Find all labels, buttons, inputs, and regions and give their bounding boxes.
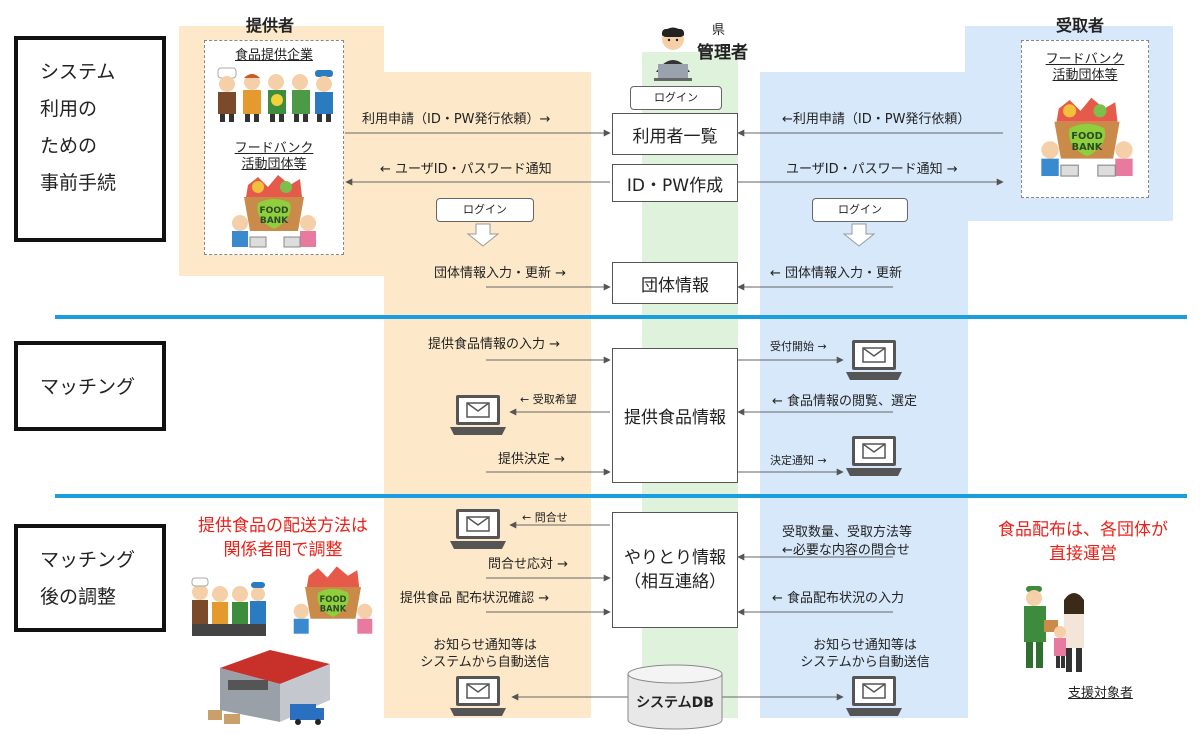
admin-prefecture: 県 xyxy=(712,23,726,38)
distribute-note: 食品配布は、各団体が 直接運営 xyxy=(978,518,1188,566)
phase-prep-line: ための xyxy=(40,135,98,157)
notify-right-label: ユーザID・パスワード通知 → xyxy=(786,162,958,177)
phase-matching-box: マッチング xyxy=(14,341,166,431)
decide-notify-label: 決定通知 → xyxy=(770,454,827,467)
id-pw-node[interactable]: ID・PW作成 xyxy=(612,164,738,202)
laptop-mail-icon xyxy=(846,340,902,380)
group-input-right-label: ← 団体情報入力・更新 xyxy=(770,266,903,281)
auto-right-label-1: お知らせ通知等は xyxy=(813,638,917,653)
admin-login-button[interactable]: ログイン xyxy=(630,86,722,110)
laptop-mail-icon xyxy=(846,676,902,716)
support-people-icon xyxy=(1024,586,1084,672)
food-company-people-icon xyxy=(191,577,266,636)
food-input-label: 提供食品情報の入力 → xyxy=(428,337,561,352)
decide-label: 提供決定 → xyxy=(498,452,566,467)
auto-right-label-2: システムから自動送信 xyxy=(800,655,930,670)
apply-right-label: ←利用申請（ID・PW発行依頼） xyxy=(782,112,971,127)
phase-prep-line: 利用の xyxy=(40,98,98,120)
laptop-mail-icon xyxy=(450,676,506,716)
provider-company-label: 食品提供企業 xyxy=(234,48,313,63)
phase-prep-box: システム 利用の ための 事前手続 xyxy=(14,36,166,242)
phase-prep-line: 事前手続 xyxy=(40,172,117,194)
want-receive-label: ← 受取希望 xyxy=(520,393,577,406)
foodbank-text-line1: FOOD xyxy=(260,206,289,216)
distribute-note-line1: 食品配布は、各団体が xyxy=(998,520,1168,540)
warehouse-truck-icon xyxy=(208,650,330,725)
foodbank-text-line2: BANK xyxy=(260,216,289,226)
status-check-label: 提供食品 配布状況確認 → xyxy=(400,591,550,606)
receiver-login-button[interactable]: ログイン xyxy=(812,198,908,222)
user-list-node[interactable]: 利用者一覧 xyxy=(612,113,738,155)
auto-left-label-2: システムから自動送信 xyxy=(420,655,550,670)
support-target-label: 支援対象者 xyxy=(1068,686,1134,701)
notify-left-label: ← ユーザID・パスワード通知 xyxy=(380,162,552,177)
laptop-mail-icon xyxy=(450,509,506,549)
exchange-line2: （相互連絡） xyxy=(624,572,726,592)
phase-separator-2 xyxy=(55,494,1187,498)
foodbank-text-line1: FOOD xyxy=(319,594,346,604)
system-db-label: システムDB xyxy=(636,695,714,711)
provider-group-label-1: フードバンク xyxy=(234,141,314,156)
receiver-foodbank-icon: FOOD BANK xyxy=(1041,97,1133,177)
provider-group-label-2: 活動団体等 xyxy=(241,157,307,172)
provider-login-button[interactable]: ログイン xyxy=(436,198,534,222)
delivery-note-line2: 関係者間で調整 xyxy=(223,540,343,560)
phase-separator-1 xyxy=(55,315,1187,319)
status-input-label: ← 食品配布状況の入力 xyxy=(772,591,905,606)
phase-matching-label: マッチング xyxy=(40,376,136,398)
delivery-note-line1: 提供食品の配送方法は xyxy=(198,516,368,536)
admin-title: 管理者 xyxy=(697,43,748,63)
inquiry-label: ← 問合せ xyxy=(522,511,568,524)
admin-person-icon xyxy=(654,27,692,81)
group-input-left-label: 団体情報入力・更新 → xyxy=(434,266,567,281)
accept-start-label: 受付開始 → xyxy=(770,340,827,353)
foodbank-text-line2: BANK xyxy=(1072,142,1103,153)
receiver-group-label-2: 活動団体等 xyxy=(1052,68,1118,83)
receiver-title: 受取者 xyxy=(1055,16,1104,35)
laptop-mail-icon xyxy=(450,395,506,435)
delivery-note: 提供食品の配送方法は 関係者間で調整 xyxy=(178,514,388,562)
phase-after-box: マッチング 後の調整 xyxy=(14,524,166,632)
laptop-mail-icon xyxy=(846,436,902,476)
provider-foodbank-icon: FOOD BANK xyxy=(232,175,316,248)
exchange-line1: やりとり情報 xyxy=(624,548,726,568)
food-info-node[interactable]: 提供食品情報 xyxy=(612,348,738,483)
group-info-node[interactable]: 団体情報 xyxy=(612,262,738,304)
receiver-group-label-1: フードバンク xyxy=(1045,52,1125,67)
distribute-note-line2: 直接運営 xyxy=(1049,544,1117,564)
receiver-column xyxy=(760,72,968,718)
receive-qty-label-2: ←必要な内容の問合せ xyxy=(782,543,910,558)
provider-foodbank-icon: FOOD BANK xyxy=(293,566,373,634)
provider-title: 提供者 xyxy=(245,16,294,35)
receive-qty-label-1: 受取数量、受取方法等 xyxy=(782,525,913,540)
phase-after-line: 後の調整 xyxy=(40,586,117,608)
inquiry-reply-label: 問合せ応対 → xyxy=(488,557,569,572)
foodbank-text-line2: BANK xyxy=(320,603,347,613)
food-company-people-icon xyxy=(217,67,333,122)
apply-left-label: 利用申請（ID・PW発行依頼）→ xyxy=(362,112,551,127)
system-db-icon xyxy=(627,664,723,730)
auto-left-label-1: お知らせ通知等は xyxy=(433,638,537,653)
foodbank-text-line1: FOOD xyxy=(1071,131,1102,142)
phase-after-line: マッチング xyxy=(40,549,136,571)
phase-prep-line: システム xyxy=(40,61,116,83)
browse-select-label: ← 食品情報の閲覧、選定 xyxy=(772,394,918,409)
exchange-node[interactable]: やりとり情報 （相互連絡） xyxy=(612,512,738,628)
